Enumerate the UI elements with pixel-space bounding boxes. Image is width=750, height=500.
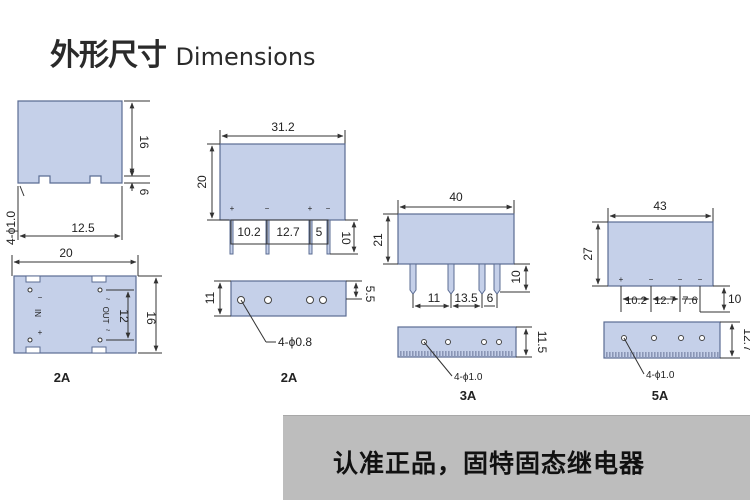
m1-label-pin-tl: ~ (106, 295, 111, 304)
m4-mark-2: − (649, 275, 654, 284)
m1-leader (19, 185, 25, 197)
m3-pin-spec: 4-ϕ1.0 (454, 372, 483, 383)
m1-dim-height: 16 (137, 135, 151, 149)
m4-spacing-2: 12.7 (654, 295, 675, 307)
m3-spacing-2: 13.5 (454, 291, 478, 305)
m2-side-body (219, 143, 346, 221)
m1-dim-width: 12.5 (71, 221, 95, 235)
m1-pad-tr (91, 275, 107, 283)
m2-dim-pin: 10 (339, 231, 353, 245)
m4-dim-bottom-height: 12.7 (741, 328, 750, 352)
m4-label: 5A (652, 388, 669, 403)
m1-label-minus: − (38, 293, 43, 302)
title-cn: 外形尺寸 (50, 38, 167, 73)
m3-pin-2 (447, 263, 455, 295)
m2-mark-2: − (265, 204, 270, 213)
model-2a-small: 16 6 12.5 4-ϕ1.0 20 IN (4, 100, 162, 385)
m3-side-body (397, 213, 515, 265)
m1-label-out: OUT (101, 307, 110, 324)
m4-spacing-3: 7.6 (682, 295, 697, 307)
m3-bottom-pins (400, 351, 513, 357)
m3-pin-3 (478, 263, 486, 295)
m2-dim-top-height: 5.5 (363, 286, 377, 303)
m4-dim-pin: 10 (728, 292, 742, 306)
m3-dim-height: 21 (371, 233, 385, 247)
m1-pad-br (91, 346, 107, 354)
m2-spacing-3: 5 (316, 225, 323, 239)
m1-dim-bottom-height: 16 (144, 311, 158, 325)
model-3a: 40 21 10 11 13. (371, 190, 549, 403)
m1-hole-2 (27, 337, 33, 343)
m4-mark-1: + (619, 275, 624, 284)
model-5a: 43 27 + − − − 10.2 12.7 7.6 (581, 199, 750, 403)
m4-side-body (607, 221, 714, 287)
m1-hole-1 (27, 287, 33, 293)
m2-spacing-2: 12.7 (276, 225, 300, 239)
model-2a-wide: 31.2 20 + − + − 10.2 12.7 5 (195, 120, 377, 385)
m2-spacing-box (230, 219, 329, 245)
m3-dim-pin: 10 (509, 270, 523, 284)
page-title: 外形尺寸 Dimensions (50, 30, 316, 74)
m3-spacing-3: 6 (487, 291, 494, 305)
m4-dim-width: 43 (653, 199, 667, 213)
m2-dim-height: 20 (195, 175, 209, 189)
m2-pin-spec: 4-ϕ0.8 (278, 335, 312, 349)
m2-dim-width: 31.2 (271, 120, 295, 134)
m2-mark-3: + (308, 204, 313, 213)
m1-pad-bl (25, 346, 41, 354)
m1-side-body (17, 100, 123, 184)
m4-pin-holes (621, 335, 705, 341)
m1-dim-pin: 6 (137, 189, 151, 196)
m3-spacing-1: 11 (428, 291, 441, 305)
m1-pad-tl (25, 275, 41, 283)
title-en: Dimensions (175, 43, 316, 71)
m2-mark-4: − (326, 204, 331, 213)
m4-dim-height: 27 (581, 247, 595, 261)
m1-label-in: IN (33, 309, 42, 317)
m4-spacing-1: 10.2 (625, 295, 646, 307)
m1-label: 2A (54, 370, 71, 385)
m2-mark-1: + (230, 204, 235, 213)
m3-dim-bottom-height: 11.5 (535, 331, 549, 354)
m1-label-pin-bl: ~ (106, 326, 111, 335)
m1-hole-3 (97, 287, 103, 293)
m3-pin-4 (493, 263, 501, 295)
m2-label: 2A (281, 370, 298, 385)
m4-bottom-pins (606, 352, 719, 358)
banner: 认准正品，固特固态继电器 (283, 415, 750, 500)
m1-pin-spec: 4-ϕ1.0 (4, 211, 18, 245)
m2-dim-bottom-height: 11 (203, 291, 217, 304)
m4-pin-spec: 4-ϕ1.0 (646, 370, 675, 381)
m3-pin-1 (409, 263, 417, 295)
m4-mark-4: − (698, 275, 703, 284)
m3-leader (423, 341, 453, 377)
m3-dim-width: 40 (449, 190, 463, 204)
m1-hole-4 (97, 337, 103, 343)
m2-spacing-1: 10.2 (237, 225, 261, 239)
m2-pin-diamonds (237, 296, 327, 304)
m4-leader (623, 337, 645, 375)
m2-bottom-body (230, 280, 347, 317)
m1-dim-bottom-width: 20 (59, 246, 73, 260)
m2-leader-a (240, 299, 267, 343)
banner-text: 认准正品，固特固态继电器 (333, 449, 646, 478)
m3-label: 3A (460, 388, 477, 403)
m1-label-plus: + (38, 328, 43, 337)
m1-dim-pitch: 12 (117, 309, 131, 323)
m4-mark-3: − (678, 275, 683, 284)
